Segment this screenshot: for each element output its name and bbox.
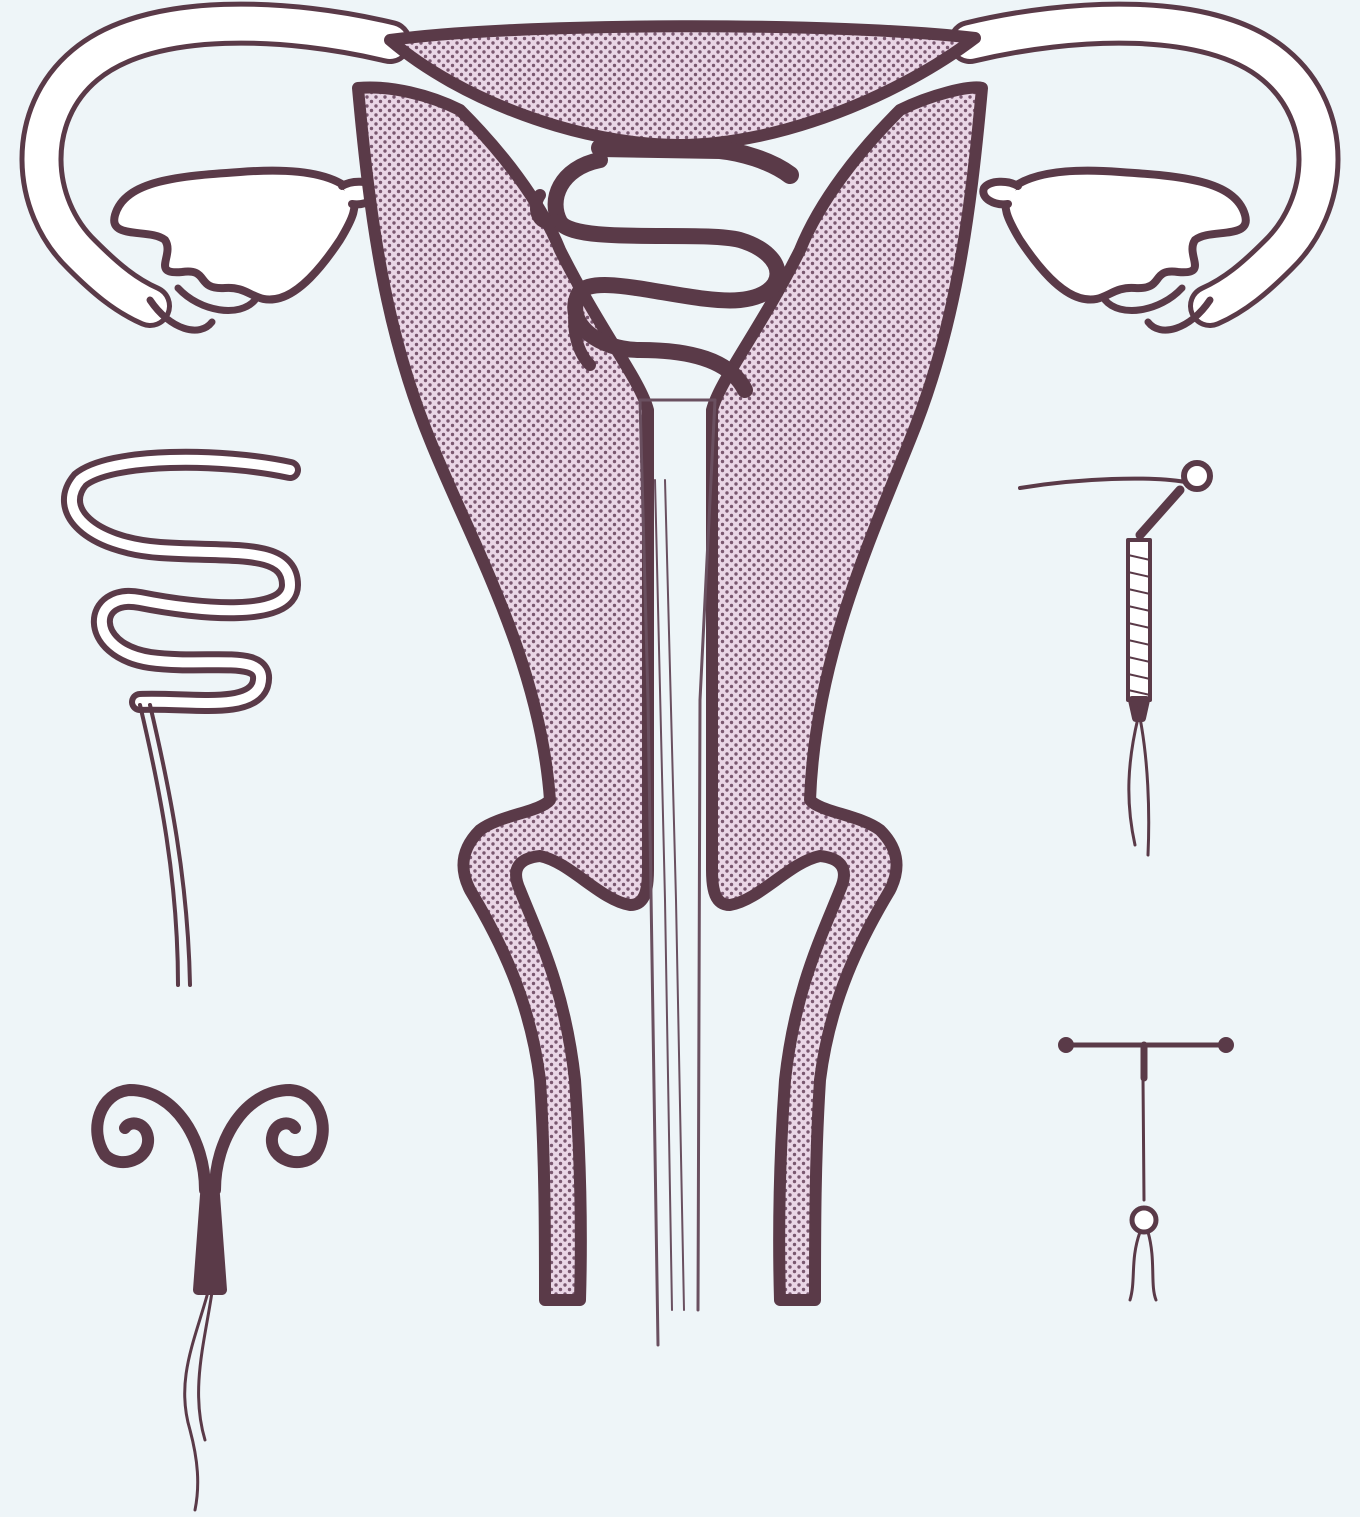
lippes-loop-body-highlight xyxy=(72,460,290,703)
spiral-right-coil xyxy=(215,1090,323,1190)
uterine-wall-left xyxy=(358,87,648,1300)
copper7-string-2 xyxy=(1140,718,1149,855)
spiral-string-1 xyxy=(185,1292,208,1510)
t-iud-left-knob xyxy=(1059,1038,1073,1052)
t-iud-string-2 xyxy=(1148,1232,1156,1300)
t-iud-string-1 xyxy=(1130,1232,1140,1300)
insertion-string-1 xyxy=(655,480,672,1310)
spiral-stem xyxy=(198,1195,222,1290)
copper7-string-1 xyxy=(1129,718,1138,845)
t-shaped-iud-device xyxy=(1059,1038,1233,1300)
copper7-neck xyxy=(1140,490,1180,535)
spiral-left-coil xyxy=(97,1090,205,1190)
t-iud-thin-stem xyxy=(1143,1078,1144,1200)
copper7-knob xyxy=(1184,463,1210,489)
right-fallopian-tube xyxy=(970,24,1319,330)
left-fallopian-tube xyxy=(41,24,390,330)
left-ovary-fimbria xyxy=(114,171,354,300)
insertion-string-2 xyxy=(665,480,684,1310)
t-iud-right-knob xyxy=(1219,1038,1233,1052)
copper-7-device xyxy=(1020,463,1210,855)
spiral-iud-device xyxy=(97,1090,323,1510)
copper7-tip xyxy=(1132,700,1146,718)
inserted-loop-top-bar xyxy=(600,148,790,175)
right-ovary-fimbria xyxy=(1005,171,1245,300)
copper7-arm xyxy=(1020,479,1185,488)
uterine-wall-right xyxy=(712,87,982,1300)
t-iud-bulb xyxy=(1132,1208,1156,1232)
lippes-loop-device xyxy=(72,460,290,985)
lippes-loop-string-2 xyxy=(150,705,190,985)
